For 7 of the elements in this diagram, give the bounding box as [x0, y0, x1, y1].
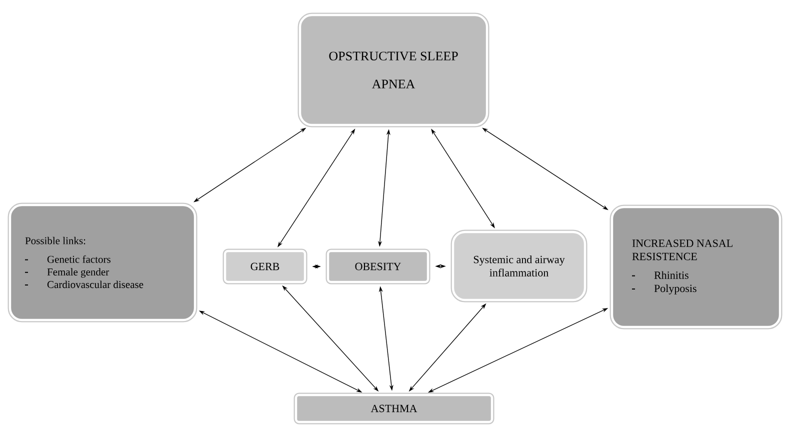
process-box: Possible links: Genetic factors Female gender Cardiovascular disease: [8, 202, 198, 322]
process-box: INCREASED NASAL RESISTENCE Rhinitis Polyposis: [610, 204, 782, 330]
process-box: OBESITY: [326, 248, 430, 284]
process-box: GERB: [222, 248, 308, 284]
title-box: OPSTRUCTIVE SLEEP APNEA: [298, 12, 490, 128]
process-box: ASTHMA: [294, 392, 494, 424]
process-box: Systemic and airway inflammation: [450, 230, 588, 302]
